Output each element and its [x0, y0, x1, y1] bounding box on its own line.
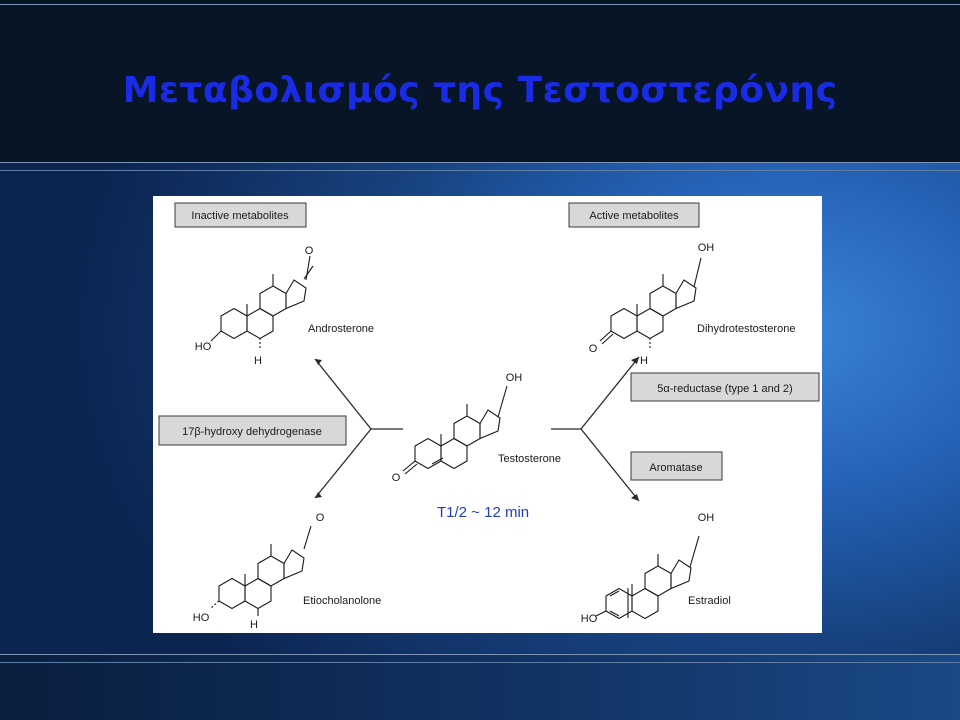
androsterone-h: H — [254, 355, 262, 367]
slide-title: Μεταβολισμός της Τεστοστερόνης — [122, 70, 838, 111]
etiocholanolone-h: H — [250, 619, 258, 631]
dihydrotestosterone-oh: OH — [698, 242, 715, 254]
testosterone-oh: OH — [506, 372, 523, 384]
etiocholanolone-label: Etiocholanolone — [303, 595, 381, 607]
estradiol-oh: OH — [698, 512, 715, 524]
inactive-metabolites-box: Inactive metabolites — [174, 202, 307, 228]
dihydrotestosterone-label: Dihydrotestosterone — [697, 323, 795, 335]
aromatase-label: Aromatase — [649, 462, 702, 474]
reductase-label: 5α-reductase (type 1 and 2) — [657, 383, 792, 395]
half-life-label: T1/2 ~ 12 min — [437, 504, 529, 521]
dehydrogenase-box: 17β-hydroxy dehydrogenase — [158, 415, 347, 446]
title-band — [0, 0, 960, 162]
top-rule — [0, 4, 960, 5]
footer-rule-secondary — [0, 662, 960, 663]
footer-band — [0, 654, 960, 720]
androsterone-ho: HO — [195, 341, 212, 353]
title-rule — [0, 162, 960, 163]
testosterone-metabolism-diagram: Inactive metabolites Active metabolites … — [153, 196, 822, 633]
estradiol-structure: OH HO Estradiol — [581, 512, 731, 625]
estradiol-label: Estradiol — [688, 595, 731, 607]
estradiol-ho: HO — [581, 613, 598, 625]
reductase-box: 5α-reductase (type 1 and 2) — [630, 372, 820, 402]
inactive-metabolites-label: Inactive metabolites — [191, 210, 289, 222]
left-branch-arrows — [314, 358, 403, 499]
active-metabolites-label: Active metabolites — [589, 210, 679, 222]
testosterone-structure: OH O Testosterone — [392, 372, 561, 484]
dihydrotestosterone-h: H — [640, 355, 648, 367]
androsterone-label: Androsterone — [308, 323, 374, 335]
etiocholanolone-structure: O HO H Etiocholanolone — [193, 512, 382, 631]
testosterone-label: Testosterone — [498, 453, 561, 465]
footer-rule — [0, 654, 960, 655]
androsterone-o: O — [305, 245, 314, 257]
etiocholanolone-ho: HO — [193, 612, 210, 624]
androsterone-structure: O HO H Androsterone — [195, 245, 374, 367]
title-rule-secondary — [0, 170, 960, 171]
testosterone-o: O — [392, 472, 401, 484]
dihydrotestosterone-o: O — [589, 343, 598, 355]
aromatase-box: Aromatase — [630, 451, 723, 481]
etiocholanolone-o: O — [316, 512, 325, 524]
right-branch-arrows — [551, 356, 640, 502]
active-metabolites-box: Active metabolites — [568, 202, 700, 228]
dehydrogenase-label: 17β-hydroxy dehydrogenase — [182, 426, 322, 438]
dihydrotestosterone-structure: OH O H Dihydrotestosterone — [589, 242, 796, 367]
